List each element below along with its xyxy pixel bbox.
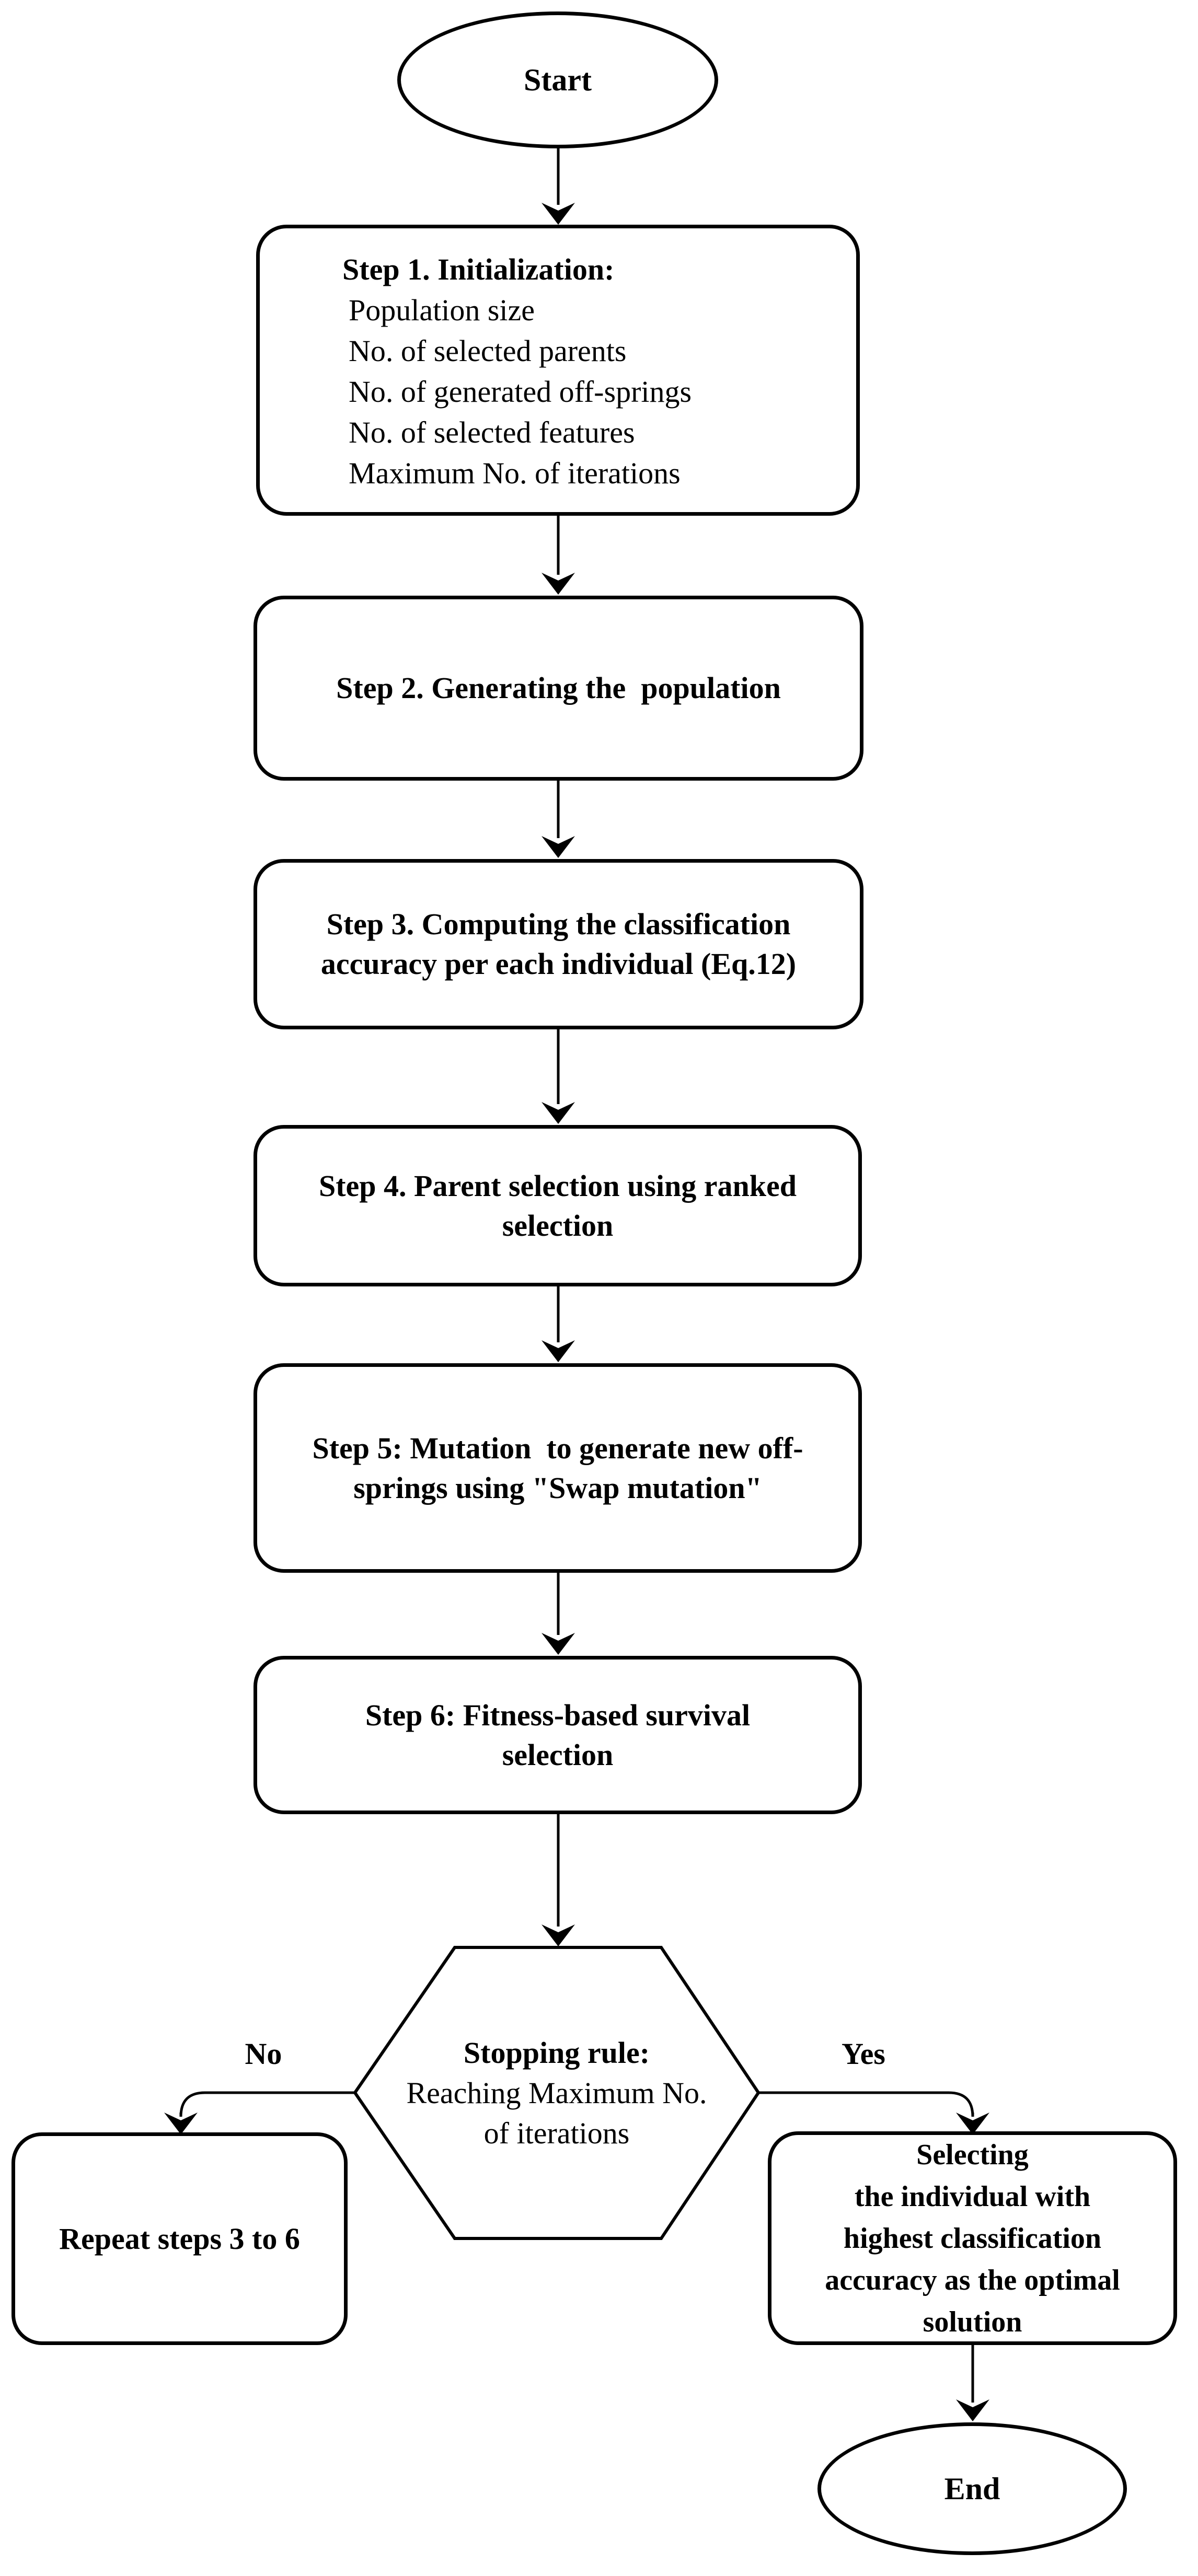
- step1-content: Step 1. Initialization: Population size …: [260, 228, 856, 512]
- no-branch-connector: [179, 2091, 355, 2117]
- step3-compute-accuracy-box: Step 3. Computing the classification acc…: [254, 859, 863, 1029]
- step5-label: Step 5: Mutation to generate new off- sp…: [312, 1431, 803, 1505]
- step6-label: Step 6: Fitness-based survival selection: [365, 1698, 751, 1772]
- start-node: Start: [397, 11, 718, 148]
- step3-label: Step 3. Computing the classification acc…: [320, 907, 797, 981]
- repeat-steps-box: Repeat steps 3 to 6: [11, 2132, 348, 2345]
- select-optimal-box: Selecting the individual with highest cl…: [768, 2131, 1177, 2345]
- step6-survival-selection-box: Step 6: Fitness-based survival selection: [254, 1656, 862, 1814]
- arrow-start-to-step1-head: [542, 203, 575, 225]
- end-label: End: [944, 2471, 1000, 2506]
- yes-branch-label: Yes: [842, 2037, 885, 2071]
- yes-branch-connector: [758, 2091, 974, 2117]
- decision-condition: Reaching Maximum No. of iterations: [406, 2076, 707, 2150]
- arrow-select-to-end-head: [956, 2399, 989, 2421]
- step5-mutation-box: Step 5: Mutation to generate new off- sp…: [254, 1363, 862, 1573]
- select-optimal-label: Selecting the individual with highest cl…: [825, 2138, 1120, 2338]
- no-branch-label: No: [245, 2037, 282, 2071]
- step2-label: Step 2. Generating the population: [336, 671, 781, 705]
- step2-generate-population-box: Step 2. Generating the population: [254, 596, 863, 781]
- step1-item-selected-parents: No. of selected parents: [349, 334, 627, 368]
- step1-item-population-size: Population size: [349, 293, 535, 327]
- decision-node-text: Stopping rule: Reaching Maximum No. of i…: [355, 1947, 758, 2238]
- arrow-step6-to-decision-head: [542, 1924, 575, 1946]
- step4-parent-selection-box: Step 4. Parent selection using ranked se…: [254, 1125, 862, 1286]
- start-label: Start: [524, 62, 592, 97]
- arrow-step5-to-step6-head: [542, 1633, 575, 1655]
- repeat-label: Repeat steps 3 to 6: [59, 2221, 300, 2256]
- yes-branch-head: [956, 2113, 989, 2134]
- arrow-step1-to-step2-head: [542, 573, 575, 595]
- step1-title: Step 1. Initialization:: [342, 252, 615, 286]
- decision-title: Stopping rule:: [463, 2036, 650, 2070]
- arrow-step3-to-step4-head: [542, 1102, 575, 1124]
- arrow-step2-to-step3-head: [542, 836, 575, 858]
- step4-label: Step 4. Parent selection using ranked se…: [318, 1168, 797, 1243]
- step1-initialization-box: Step 1. Initialization: Population size …: [256, 225, 860, 516]
- no-branch-head: [164, 2113, 198, 2134]
- step1-item-max-iterations: Maximum No. of iterations: [349, 456, 681, 490]
- arrow-step4-to-step5-head: [542, 1340, 575, 1362]
- end-node: End: [817, 2422, 1127, 2555]
- step1-item-generated-offsprings: No. of generated off-springs: [349, 375, 692, 409]
- step1-item-selected-features: No. of selected features: [349, 415, 635, 449]
